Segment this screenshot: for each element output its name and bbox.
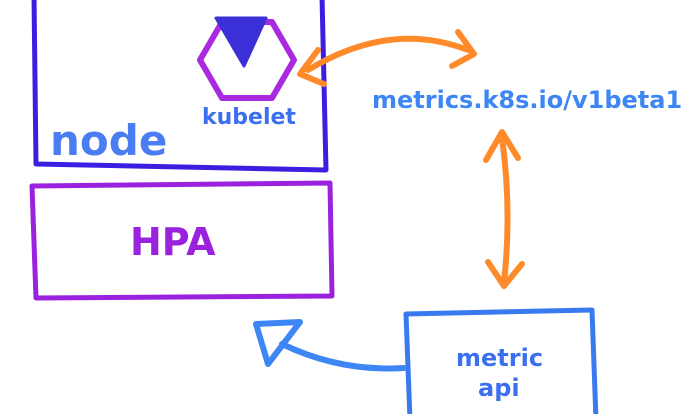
metricapi-hpa-arrow [253,319,407,372]
kubelet-hexagon-icon [197,16,297,101]
metric-api-label-line2: api [478,374,520,402]
node-label: node [50,116,167,165]
kubelet-label: kubelet [202,105,296,130]
hpa-box [29,180,335,301]
metrics-metricapi-arrow [483,129,525,289]
kubelet-metrics-arrow [297,29,477,87]
metrics-api-group-label: metrics.k8s.io/v1beta1 [372,86,682,114]
hpa-label: HPA [130,220,216,264]
metric-api-label-line1: metric [456,344,543,372]
metric-api-box [403,307,599,414]
